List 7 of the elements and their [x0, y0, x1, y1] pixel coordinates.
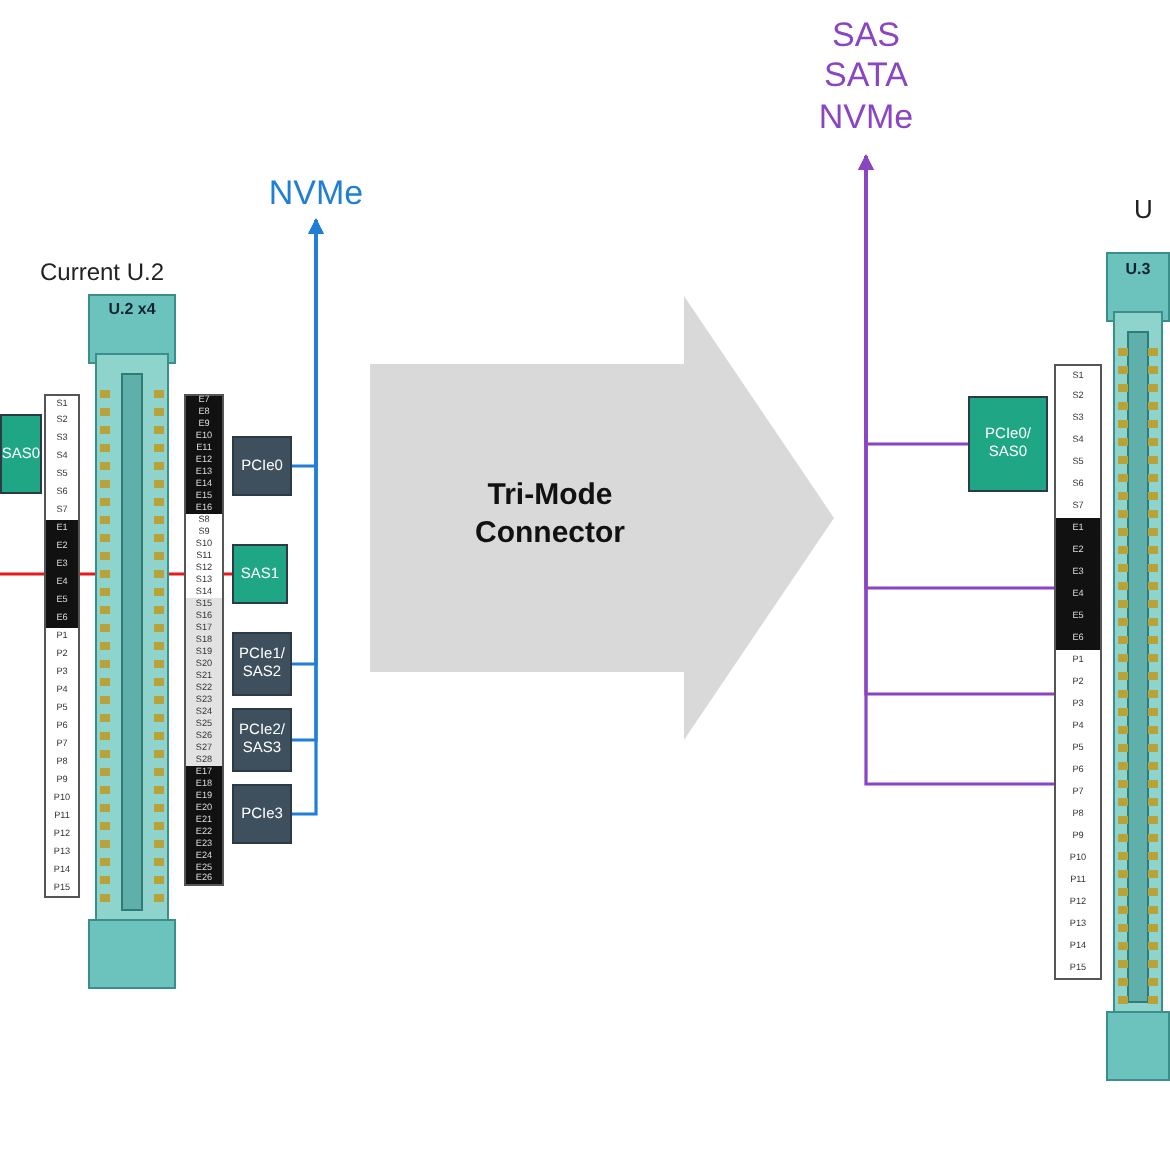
connector-label: U.2 x4	[106, 302, 158, 318]
interface-label: NVMe	[256, 174, 376, 220]
arrow-label: Tri-Mode Connector	[473, 478, 627, 553]
connector-heading: U	[1134, 196, 1153, 225]
connector-label: U.3	[1123, 262, 1153, 278]
connector-heading: Current U.2	[40, 260, 165, 287]
interface-label: SAS SATA NVMe	[810, 16, 922, 156]
